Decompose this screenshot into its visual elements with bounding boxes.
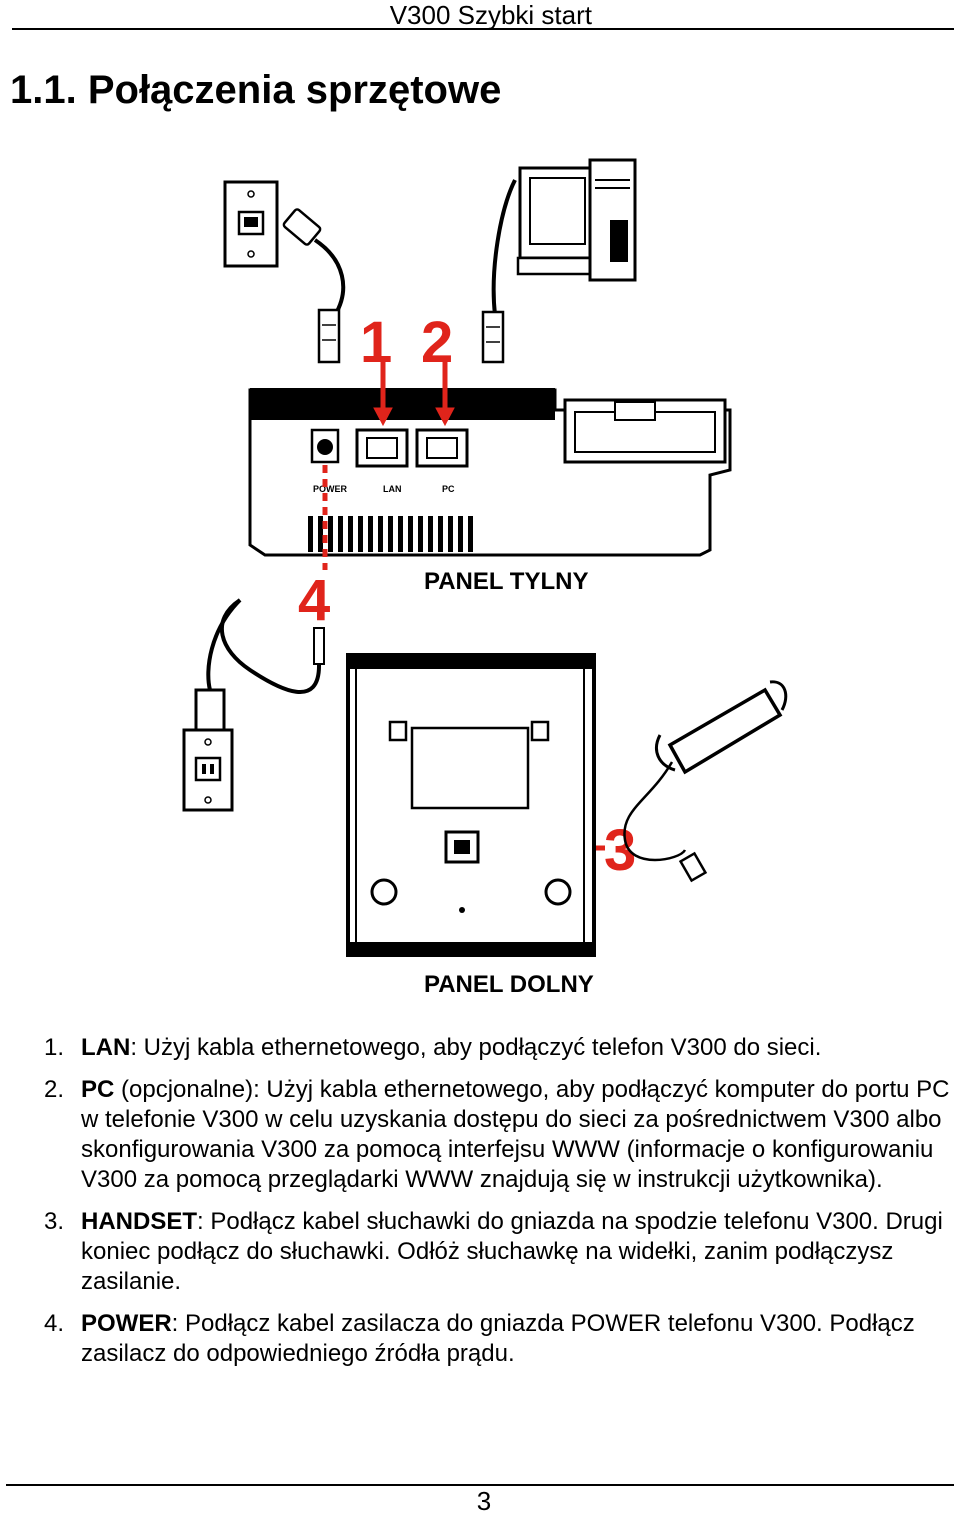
port-label-lan: LAN xyxy=(383,484,402,494)
list-item-number: 1. xyxy=(44,1034,65,1061)
marker-3: 3 xyxy=(604,818,636,883)
rear-panel: POWER LAN PC xyxy=(248,388,732,557)
page-number: 3 xyxy=(476,1486,492,1516)
port-label-power: POWER xyxy=(313,484,348,494)
rear-panel-caption: PANEL TYLNY xyxy=(424,568,589,595)
list-item: 2. PC (opcjonalne): Użyj kabla etherneto… xyxy=(0,1075,960,1195)
list-item-text: (opcjonalne): Użyj kabla ethernetowego, … xyxy=(81,1076,950,1193)
list-item-number: 3. xyxy=(44,1208,65,1235)
marker-2: 2 xyxy=(421,310,453,375)
handset-icon xyxy=(623,680,788,883)
header-divider xyxy=(12,28,954,30)
list-item: 1. LAN: Użyj kabla ethernetowego, aby po… xyxy=(0,1033,960,1063)
list-item-text: : Użyj kabla ethernetowego, aby podłączy… xyxy=(130,1034,822,1061)
footer-divider xyxy=(6,1484,954,1486)
connection-diagram: POWER LAN PC 1 2 xyxy=(180,150,800,990)
connection-steps-list: 1. LAN: Użyj kabla ethernetowego, aby po… xyxy=(0,1033,960,1369)
header-title: V300 Szybki start xyxy=(389,0,592,30)
list-item-term: HANDSET xyxy=(81,1208,198,1235)
computer-icon xyxy=(481,158,637,364)
power-adapter xyxy=(182,598,325,812)
list-item-term: POWER xyxy=(81,1310,172,1337)
connection-diagram-svg: POWER LAN PC 1 2 xyxy=(182,158,788,957)
list-item-term: LAN xyxy=(81,1034,131,1061)
list-item: 3. HANDSET: Podłącz kabel słuchawki do g… xyxy=(0,1207,960,1297)
wall-lan-outlet xyxy=(223,180,279,268)
bottom-panel xyxy=(346,653,596,957)
list-item: 4. POWER: Podłącz kabel zasilacza do gni… xyxy=(0,1309,960,1369)
port-label-pc: PC xyxy=(442,484,455,494)
list-item-text: : Podłącz kabel zasilacza do gniazda POW… xyxy=(81,1310,915,1367)
list-item-term: PC xyxy=(81,1076,115,1103)
marker-1: 1 xyxy=(360,310,392,375)
list-item-text: : Podłącz kabel słuchawki do gniazda na … xyxy=(81,1208,943,1295)
lan-cable xyxy=(282,208,346,364)
vent-slots xyxy=(308,516,473,552)
section-heading: 1.1. Połączenia sprzętowe xyxy=(10,68,502,112)
bottom-panel-caption: PANEL DOLNY xyxy=(424,971,594,998)
list-item-number: 4. xyxy=(44,1310,65,1337)
marker-4: 4 xyxy=(298,568,330,633)
list-item-number: 2. xyxy=(44,1076,65,1103)
